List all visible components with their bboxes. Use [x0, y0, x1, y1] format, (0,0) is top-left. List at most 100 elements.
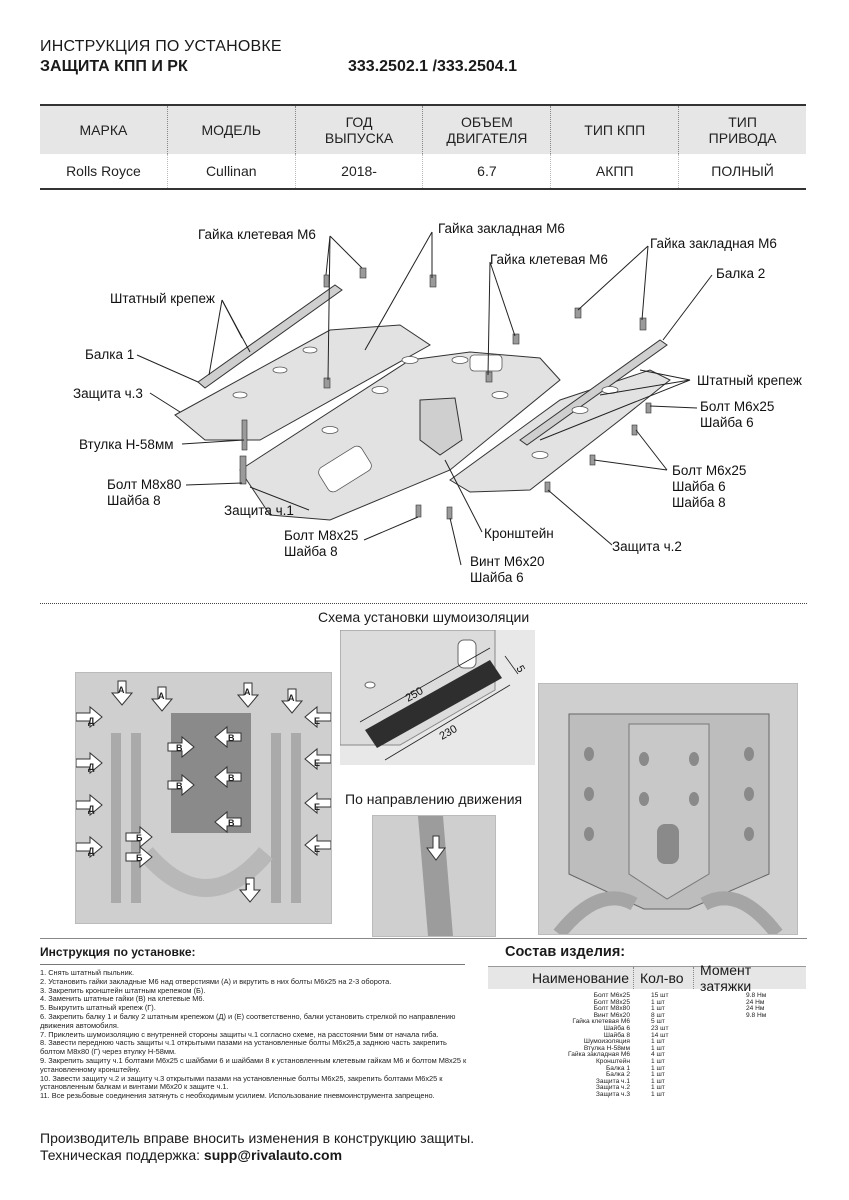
insulation-scheme-drawing: 250 230 5 [340, 630, 535, 765]
support-label: Техническая поддержка: [40, 1147, 204, 1163]
dim-5: 5 [513, 664, 526, 675]
marker-arrow-e2 [304, 747, 332, 771]
composition-cell-torque [694, 1085, 806, 1092]
marker-label-a3: А [244, 687, 251, 697]
composition-cell-name: Защита ч.1 [595, 1077, 630, 1085]
composition-cell-qty: 1 шт [651, 998, 665, 1006]
instruction-step: 2. Установить гайки закладные М6 над отв… [40, 976, 392, 986]
marker-arrow-e1 [304, 705, 332, 729]
marker-label-d2: Д [88, 762, 95, 772]
composition-row: Защита ч.2 1 шт [488, 1085, 806, 1092]
instruction-step: 10. Завести защиту ч.2 и защиту ч.3 откр… [40, 1073, 443, 1092]
composition-cell-torque [694, 1039, 806, 1046]
composition-cell-torque [694, 1079, 806, 1086]
doc-subtitle: ЗАЩИТА КПП И РК [40, 58, 188, 75]
marker-label-v3: В [228, 733, 235, 743]
marker-label-g: Г [245, 882, 250, 892]
instructions-title: Инструкция по установке: [40, 945, 196, 959]
instruction-step: 1. Снять штатный пыльник. [40, 968, 135, 977]
exploded-assembly-diagram [136, 231, 713, 566]
marker-arrow-e3 [304, 791, 332, 815]
composition-cell-torque [694, 1052, 806, 1059]
marker-label-v4: В [228, 773, 235, 783]
composition-cell-name: Защита ч.2 [595, 1084, 630, 1092]
instruction-step: 6. Закрепить балку 1 и балку 2 штатным к… [40, 1011, 456, 1030]
marker-arrow-b1 [125, 825, 153, 849]
composition-cell-name: Шумоизоляция [583, 1038, 630, 1046]
composition-cell-name: Гайка клетевая М6 [572, 1018, 630, 1026]
direction-of-travel-label: По направлению движения [345, 791, 523, 807]
callout-washer8-a: Шайба 8 [107, 493, 161, 508]
insulation-schema-title: Схема установки шумоизоляции [318, 609, 530, 625]
instruction-step: 3. Закрепить кронштейн штатным крепежом … [40, 985, 206, 995]
composition-title: Состав изделия: [505, 944, 626, 960]
marker-arrow-v3 [214, 725, 242, 749]
composition-header-qty: Кол-во [634, 967, 694, 989]
callout-cage-nut-mid: Гайка клетевая М6 [490, 252, 608, 267]
part3-plate-shape [174, 324, 431, 441]
support-email-link[interactable]: supp@rivalauto.com [203, 1147, 343, 1163]
vehicle-spec-table: МАРКА МОДЕЛЬ ГОД ВЫПУСКА ОБЪЕМ ДВИГАТЕЛЯ… [40, 104, 806, 190]
callout-bolt-m8x25: Болт М8х25 [284, 528, 359, 543]
marker-label-b1: Б [136, 833, 143, 843]
callout-washer8-c: Шайба 8 [284, 544, 338, 559]
composition-cell-name: Болт М6х25 [593, 992, 630, 999]
callout-part1: Защита ч.1 [224, 503, 294, 518]
instructions-rule [40, 964, 465, 965]
instruction-step: 7. Приклеить шумоизоляцию с внутренней с… [40, 1029, 439, 1039]
marker-arrow-d1 [75, 705, 103, 729]
composition-cell-qty: 8 шт [651, 1011, 665, 1019]
spec-header-brand: МАРКА [40, 106, 168, 154]
marker-arrow-v5 [214, 810, 242, 834]
marker-label-a4: А [288, 693, 295, 703]
spec-header-drive: ТИП ПРИВОДА [708, 114, 777, 146]
doc-title: ИНСТРУКЦИЯ ПО УСТАНОВКЕ [40, 38, 282, 55]
composition-cell-torque [694, 1072, 806, 1079]
marker-arrow-a4 [280, 688, 304, 714]
spec-header-gearbox: ТИП КПП [551, 106, 680, 154]
marker-arrow-v1 [167, 735, 195, 759]
beam1-shape [197, 284, 343, 389]
composition-row: Шайба 8 14 шт [488, 1031, 806, 1040]
composition-cell-name: Втулка Н-58мм [583, 1044, 630, 1052]
callout-std-fastener-left: Штатный крепеж [110, 291, 215, 306]
spec-value-brand: Rolls Royce [40, 154, 168, 188]
manufacturer-notice: Производитель вправе вносить изменения в… [40, 1130, 475, 1146]
composition-cell-torque [694, 1059, 806, 1066]
callout-screw-m6x20: Винт М6х20 [470, 554, 545, 569]
callout-bolt-m6x25-a: Болт М6х25 [700, 399, 775, 414]
composition-cell-name: Шайба 8 [603, 1031, 630, 1039]
composition-cell-name: Балка 2 [605, 1071, 630, 1079]
marker-arrow-a2 [150, 686, 174, 712]
composition-cell-torque: 24 Нм [746, 1005, 765, 1013]
instructions-list: 1. Снять штатный пыльник. 2. Установить … [40, 968, 468, 1101]
spec-header-row: МАРКА МОДЕЛЬ ГОД ВЫПУСКА ОБЪЕМ ДВИГАТЕЛЯ… [40, 106, 806, 154]
composition-cell-qty: 1 шт [651, 1084, 665, 1092]
composition-cell-name: Шайба 6 [603, 1024, 630, 1032]
composition-cell-qty: 1 шт [651, 1038, 665, 1046]
composition-table: Наименование Кол-во Момент затяжки Болт … [488, 962, 806, 1099]
composition-cell-torque: 24 Нм [746, 998, 765, 1006]
instruction-step: 11. Все резьбовые соединения затянуть с … [40, 1091, 435, 1101]
callout-embedded-nut-top: Гайка закладная М6 [438, 221, 565, 236]
composition-header-row: Наименование Кол-во Момент затяжки [488, 962, 806, 994]
part-codes: 333.2502.1 /333.2504.1 [348, 58, 518, 75]
installed-protection-photo [538, 683, 798, 939]
spec-value-model: Cullinan [168, 154, 296, 188]
composition-cell-qty: 14 шт [651, 1031, 669, 1039]
spec-header-year: ГОД ВЫПУСКА [296, 106, 424, 154]
composition-row: Болт М8х25 1 шт 24 Нм [488, 998, 806, 1007]
instruction-step: 9. Закрепить защиту ч.1 болтами М6х25 с … [40, 1055, 467, 1074]
marker-label-b2: Б [136, 853, 143, 863]
instruction-step: 5. Выкрутить штатный крепеж (Г). [40, 1003, 156, 1013]
part2-plate-shape [449, 369, 671, 493]
composition-cell-qty: 1 шт [651, 1057, 665, 1065]
composition-cell-name: Болт М8х25 [593, 998, 630, 1006]
marker-label-a1: А [118, 685, 125, 695]
marker-label-a2: А [158, 691, 165, 701]
callout-embedded-nut-right: Гайка закладная М6 [650, 236, 777, 251]
callout-washer6-b: Шайба 6 [672, 479, 726, 494]
